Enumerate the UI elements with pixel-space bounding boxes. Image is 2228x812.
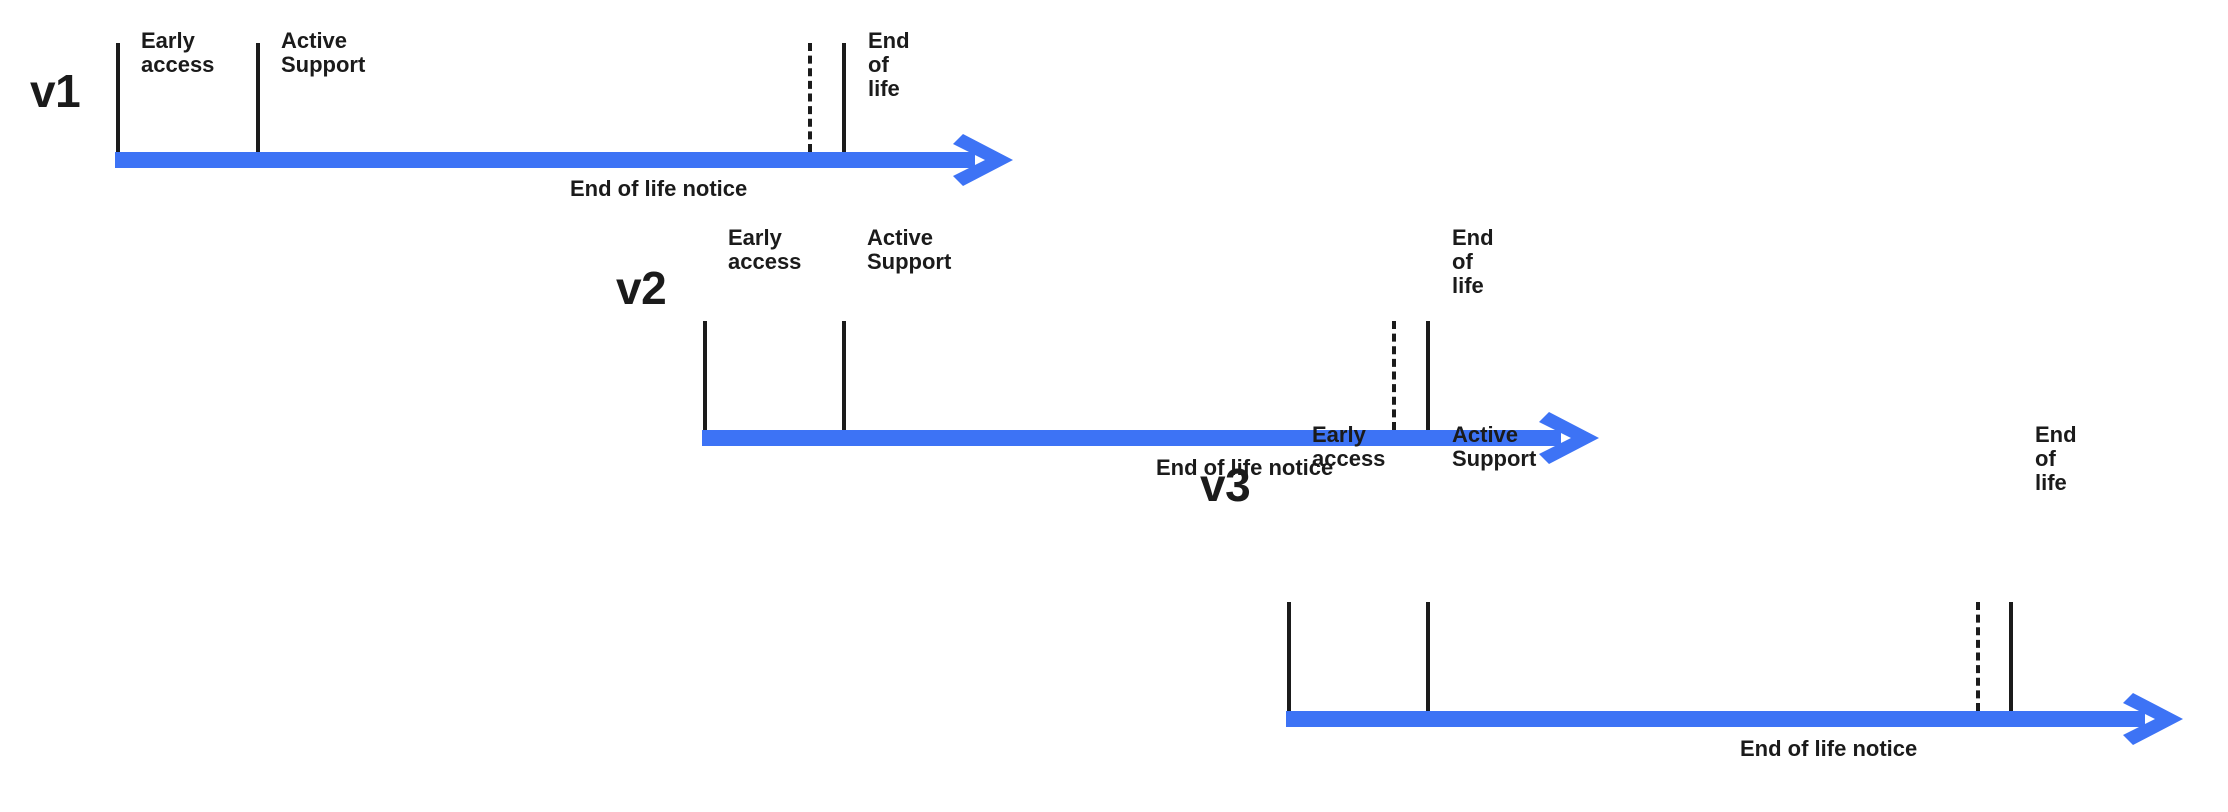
version-label: v2 <box>616 262 667 314</box>
phase-divider <box>842 321 846 430</box>
end-of-life-notice-label: End of life notice <box>1156 455 1334 480</box>
timeline-arrow-head-icon <box>2123 693 2183 745</box>
version-label: v3 <box>1200 459 1251 511</box>
phase-divider <box>1426 602 1430 711</box>
timeline-arrow-shaft <box>115 152 975 168</box>
phase-label: Active Support <box>1452 422 1537 471</box>
phase-divider <box>1426 321 1430 430</box>
phase-label: End of life <box>1452 225 1494 298</box>
phase-label: End of life <box>868 28 910 101</box>
phase-divider-dashed <box>808 43 812 152</box>
phase-label: Early access <box>728 225 802 274</box>
phase-label: Early access <box>141 28 215 77</box>
phase-divider <box>703 321 707 430</box>
phase-divider <box>256 43 260 152</box>
timeline-arrow-shaft <box>702 430 1561 446</box>
phase-label: End of life <box>2035 422 2077 495</box>
phase-divider-dashed <box>1976 602 1980 711</box>
end-of-life-notice-label: End of life notice <box>1740 736 1918 761</box>
phase-label: Early access <box>1312 422 1386 471</box>
timeline-arrow-shaft <box>1286 711 2145 727</box>
timeline-arrow-head-icon <box>953 134 1013 186</box>
timeline-arrow <box>702 412 1599 464</box>
phase-divider <box>2009 602 2013 711</box>
end-of-life-notice-label: End of life notice <box>570 176 748 201</box>
phase-divider <box>1287 602 1291 711</box>
phase-divider-dashed <box>1392 321 1396 430</box>
timeline-arrow-head-icon <box>1539 412 1599 464</box>
timeline-arrow <box>115 134 1013 186</box>
phase-divider <box>842 43 846 152</box>
version-label: v1 <box>30 65 81 117</box>
timeline-arrow <box>1286 693 2183 745</box>
phase-divider <box>116 43 120 152</box>
phase-label: Active Support <box>867 225 952 274</box>
phase-label: Active Support <box>281 28 366 77</box>
